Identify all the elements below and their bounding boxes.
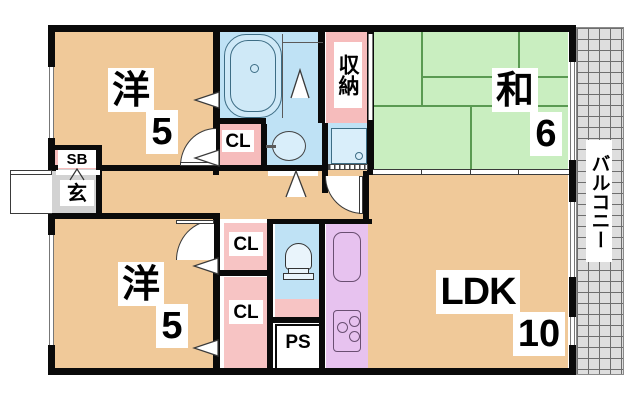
interior-wall [363, 171, 369, 221]
label-pipe-shaft: PS [279, 330, 317, 354]
label-storage: 収納 [334, 42, 362, 108]
wash-basin [272, 131, 306, 161]
tatami-seam [518, 29, 520, 105]
interior-wall [261, 124, 267, 170]
exterior-wall-left [48, 213, 55, 235]
exterior-wall-right [569, 160, 576, 202]
label-shoe-box: SB [58, 150, 96, 168]
wash-basin-faucet [266, 145, 276, 148]
window-bedroom-north [49, 67, 54, 138]
tatami-seam [421, 29, 423, 105]
closet-door-bedroom-north [193, 91, 220, 109]
stove-burner [337, 322, 348, 333]
interior-wall [102, 165, 214, 171]
exterior-wall-right [569, 345, 576, 375]
toilet-cabinet [275, 299, 321, 319]
closet-door-cl-upper [192, 257, 219, 275]
interior-wall [318, 25, 325, 123]
bath-partition [282, 34, 284, 118]
door-slab-ldk [359, 176, 363, 214]
label-closet-cl-upper: CL [229, 232, 263, 256]
interior-wall [267, 317, 325, 323]
interior-wall [213, 118, 266, 124]
window-ldk [570, 202, 575, 277]
bath-partition-top [282, 42, 323, 44]
washroom-threshold [328, 164, 368, 170]
toilet-bowl [285, 243, 312, 270]
interior-wall [267, 219, 372, 224]
closet-cl-lower [224, 277, 269, 371]
label-bedroom-south: 洋 [118, 262, 164, 306]
interior-wall [319, 219, 325, 371]
interior-wall [213, 165, 323, 171]
entrance-direction-arrow [69, 167, 85, 181]
tatami-seam [470, 105, 472, 169]
label-bedroom-north: 洋 [108, 68, 154, 112]
interior-wall [48, 145, 102, 150]
label-japanese-room: 和 [492, 68, 538, 112]
closet-door-cl-lower [192, 339, 219, 357]
folding-door-washroom [285, 169, 307, 198]
label-closet-cl-lower: CL [229, 300, 263, 324]
washing-pan-drain [355, 152, 363, 160]
washroom-door [268, 171, 318, 176]
interior-wall [213, 219, 220, 371]
toilet-base [283, 273, 314, 280]
label-bedroom-north-size: 5 [146, 110, 178, 154]
entrance-door-slab [10, 170, 52, 175]
exterior-wall-right [569, 277, 576, 317]
closet-door-bedroom-north-2 [193, 149, 220, 167]
storage-door [368, 34, 373, 120]
door-slab-bedroom-south [176, 220, 214, 224]
bathtub-inner [230, 40, 276, 112]
fusuma-tick [518, 169, 520, 175]
hallway [52, 169, 369, 219]
fusuma-tick [421, 169, 423, 175]
kitchen-sink [333, 232, 361, 282]
gas-stove [333, 310, 361, 352]
exterior-wall-top [48, 25, 576, 32]
label-ldk-size: 10 [513, 312, 565, 356]
fusuma-tick [470, 169, 472, 175]
interior-wall [96, 145, 102, 215]
exterior-wall-left [48, 345, 55, 375]
stove-burner [349, 331, 360, 342]
label-entrance: 玄 [60, 180, 94, 206]
window-japanese-room [570, 62, 575, 160]
label-balcony: バルコニー [586, 140, 612, 262]
window-ldk-lower [570, 317, 575, 345]
window-bedroom-south [49, 235, 54, 345]
interior-wall [220, 270, 270, 276]
label-japanese-room-size: 6 [530, 112, 562, 156]
label-ldk: LDK [436, 270, 520, 314]
bathtub-drain [250, 64, 259, 73]
interior-wall [48, 213, 220, 219]
interior-wall [267, 219, 273, 371]
entrance-door-arc [10, 170, 52, 214]
label-bedroom-south-size: 5 [156, 304, 188, 348]
exterior-wall-right [569, 25, 576, 62]
stove-burner [349, 316, 360, 327]
interior-wall [213, 25, 220, 135]
interior-wall [213, 165, 219, 175]
interior-wall [48, 165, 58, 171]
interior-wall [322, 123, 328, 171]
exterior-wall-bottom [48, 368, 576, 375]
folding-door-bath [290, 67, 310, 99]
exterior-wall-left [48, 25, 55, 67]
exterior-wall-left [48, 138, 55, 170]
label-closet-washroom: CL [222, 130, 254, 152]
entrance-threshold [56, 170, 100, 175]
interior-wall [213, 124, 220, 170]
